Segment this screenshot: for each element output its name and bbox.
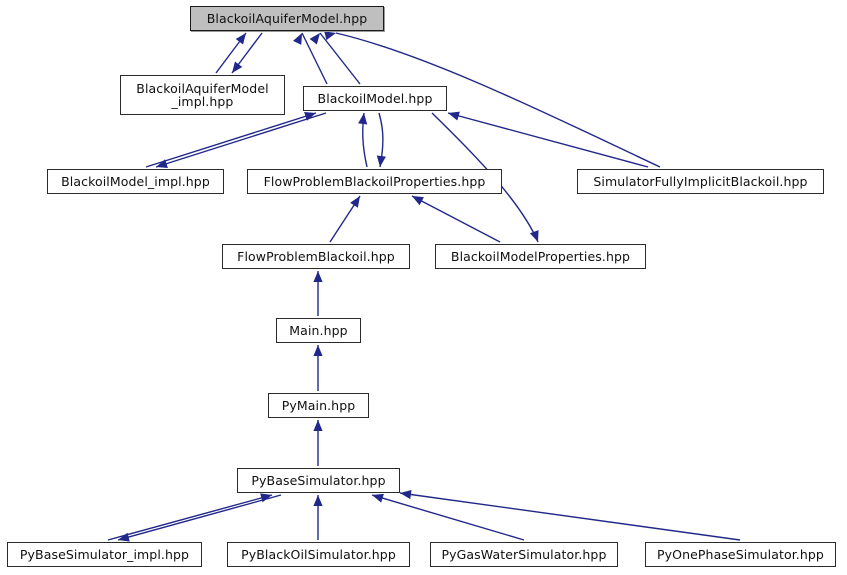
graph-node-label: PyGasWaterSimulator.hpp bbox=[441, 547, 607, 562]
edge-pybase-impl-to-pybase bbox=[107, 493, 273, 541]
edge-arrowhead bbox=[529, 230, 539, 242]
edge-aquifer-impl-to-aquifer bbox=[215, 32, 247, 74]
edge-arrowhead bbox=[324, 31, 336, 41]
edge-arrowhead bbox=[309, 33, 320, 45]
graph-node-py-base-simulator-impl[interactable]: PyBaseSimulator_impl.hpp bbox=[7, 542, 202, 567]
edge-pybase-to-pymain bbox=[313, 420, 323, 466]
edge-pyonephase-to-pybase bbox=[399, 489, 741, 541]
graph-node-py-one-phase-simulator[interactable]: PyOnePhaseSimulator.hpp bbox=[645, 542, 836, 567]
edge-arrowhead bbox=[313, 420, 323, 431]
graph-node-blackoil-aquifer-model-impl[interactable]: BlackoilAquiferModel _impl.hpp bbox=[120, 75, 285, 115]
graph-node-blackoil-model[interactable]: BlackoilModel.hpp bbox=[303, 86, 447, 111]
edge-simulator-to-aquifer bbox=[324, 31, 661, 168]
edge-fpb-to-fpbp bbox=[329, 195, 361, 243]
graph-node-label: PyBaseSimulator_impl.hpp bbox=[19, 547, 190, 562]
graph-node-label: BlackoilModelProperties.hpp bbox=[450, 249, 631, 264]
graph-node-label: BlackoilModel.hpp bbox=[317, 91, 433, 106]
edge-blackoil-model-to-aquifer-b bbox=[309, 32, 361, 85]
graph-node-main[interactable]: Main.hpp bbox=[276, 318, 361, 343]
edge-arrowhead bbox=[412, 196, 424, 206]
edge-aquifer-to-aquifer-impl bbox=[231, 32, 263, 74]
graph-node-label: FlowProblemBlackoil.hpp bbox=[237, 249, 395, 264]
edge-pymain-to-main bbox=[313, 345, 323, 391]
graph-node-flow-problem-blackoil-properties[interactable]: FlowProblemBlackoilProperties.hpp bbox=[247, 169, 502, 194]
edge-blackoil-model-to-impl bbox=[155, 112, 327, 168]
graph-node-label: PyBaseSimulator.hpp bbox=[251, 473, 386, 488]
edge-arrowhead bbox=[448, 111, 460, 121]
edge-arrowhead bbox=[313, 345, 323, 356]
edge-arrowhead bbox=[232, 61, 243, 73]
edge-pygaswater-to-pybase bbox=[371, 493, 525, 541]
graph-node-label: BlackoilModel_impl.hpp bbox=[61, 174, 210, 189]
graph-node-label: BlackoilAquiferModel _impl.hpp bbox=[136, 81, 269, 109]
edge-arrowhead bbox=[372, 493, 384, 503]
graph-node-blackoil-model-properties[interactable]: BlackoilModelProperties.hpp bbox=[435, 244, 646, 269]
edge-arrowhead bbox=[350, 196, 360, 208]
edge-arrowhead bbox=[156, 159, 168, 168]
edge-arrowhead bbox=[400, 489, 412, 500]
graph-node-py-base-simulator[interactable]: PyBaseSimulator.hpp bbox=[237, 468, 400, 493]
edge-main-to-fpb bbox=[313, 271, 323, 316]
graph-node-label: PyBlackOilSimulator.hpp bbox=[241, 547, 396, 562]
graph-node-label: BlackoilAquiferModel.hpp bbox=[206, 11, 368, 26]
edge-pybase-to-pybase-impl bbox=[117, 494, 282, 542]
edge-pyblackoil-to-pybase bbox=[313, 495, 323, 540]
graph-node-blackoil-aquifer-model[interactable]: BlackoilAquiferModel.hpp bbox=[190, 6, 384, 31]
graph-node-label: PyOnePhaseSimulator.hpp bbox=[657, 547, 824, 562]
edge-blackoil-model-to-aquifer bbox=[293, 32, 328, 85]
graph-node-blackoil-model-impl[interactable]: BlackoilModel_impl.hpp bbox=[47, 169, 224, 194]
edge-arrowhead bbox=[293, 33, 302, 45]
graph-node-flow-problem-blackoil[interactable]: FlowProblemBlackoil.hpp bbox=[222, 244, 410, 269]
graph-node-label: PyMain.hpp bbox=[281, 398, 356, 413]
edge-blackoil-model-to-fpbp bbox=[376, 112, 386, 168]
edge-bmp-to-fpbp bbox=[411, 195, 501, 243]
edge-arrowhead bbox=[313, 495, 323, 506]
edge-fpbp-to-blackoil-model bbox=[358, 112, 368, 168]
graph-node-label: Main.hpp bbox=[289, 323, 348, 338]
graph-node-py-main[interactable]: PyMain.hpp bbox=[268, 393, 369, 418]
graph-node-label: FlowProblemBlackoilProperties.hpp bbox=[263, 174, 486, 189]
edge-arrowhead bbox=[118, 532, 130, 542]
edge-arrowhead bbox=[376, 155, 386, 167]
edge-arrowhead bbox=[313, 271, 323, 282]
edge-arrowhead bbox=[235, 33, 246, 45]
edge-arrowhead bbox=[358, 113, 368, 125]
graph-node-simulator-fully-implicit-blackoil[interactable]: SimulatorFullyImplicitBlackoil.hpp bbox=[577, 169, 824, 194]
graph-node-py-black-oil-simulator[interactable]: PyBlackOilSimulator.hpp bbox=[227, 542, 410, 567]
graph-node-label: SimulatorFullyImplicitBlackoil.hpp bbox=[593, 174, 808, 189]
edge-blackoil-model-impl-to-model bbox=[145, 112, 317, 168]
graph-node-py-gas-water-simulator[interactable]: PyGasWaterSimulator.hpp bbox=[430, 542, 618, 567]
edge-simulator-to-blackoil-model bbox=[447, 111, 649, 168]
